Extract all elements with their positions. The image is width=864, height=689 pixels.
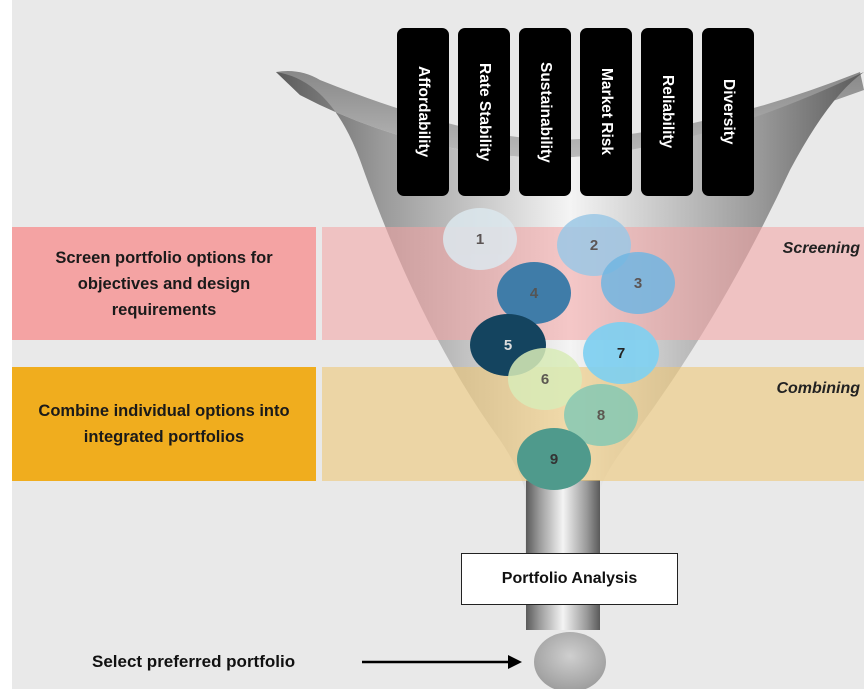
combining-description-box: Combine individual options into integrat… — [12, 367, 316, 481]
screening-description-box: Screen portfolio options for objectives … — [12, 227, 316, 340]
criterion-diversity: Diversity — [702, 28, 754, 196]
option-bubble-2: 2 — [557, 214, 631, 276]
criterion-label: Affordability — [415, 66, 432, 158]
criterion-market-risk: Market Risk — [580, 28, 632, 196]
option-label: 1 — [475, 230, 485, 248]
criterion-rate-stability: Rate Stability — [458, 28, 510, 196]
combining-stage-label: Combining — [776, 380, 860, 397]
option-label: 9 — [549, 450, 559, 468]
option-bubble-9: 9 — [517, 428, 591, 490]
portfolio-analysis-box: Portfolio Analysis — [461, 553, 678, 605]
screening-stage-label: Screening — [782, 240, 860, 257]
option-label: 6 — [540, 370, 550, 388]
select-arrow-head — [508, 655, 522, 669]
option-label: 3 — [633, 274, 643, 292]
select-preferred-portfolio-label: Select preferred portfolio — [92, 652, 296, 671]
option-label: 2 — [589, 236, 599, 254]
option-label: 4 — [529, 284, 539, 302]
option-bubble-7: 7 — [583, 322, 659, 384]
portfolio-analysis-label: Portfolio Analysis — [501, 570, 638, 587]
option-label: 5 — [503, 336, 513, 354]
option-label: 7 — [616, 344, 626, 362]
criterion-label: Sustainability — [537, 61, 554, 163]
criterion-label: Reliability — [659, 75, 676, 149]
criterion-sustainability: Sustainability — [519, 28, 571, 196]
option-bubble-3: 3 — [601, 252, 675, 314]
option-label: 8 — [596, 406, 606, 424]
criterion-label: Rate Stability — [476, 62, 493, 162]
funnel-outlet — [534, 632, 606, 689]
screening-description-text: Screen portfolio options for objectives … — [55, 248, 273, 319]
criterion-reliability: Reliability — [641, 28, 693, 196]
criterion-label: Market Risk — [598, 68, 615, 156]
criterion-label: Diversity — [720, 79, 737, 145]
criterion-affordability: Affordability — [397, 28, 449, 196]
combining-description-text: Combine individual options into integrat… — [38, 402, 290, 446]
option-bubble-4: 4 — [497, 262, 571, 324]
option-bubble-1: 1 — [443, 208, 517, 270]
